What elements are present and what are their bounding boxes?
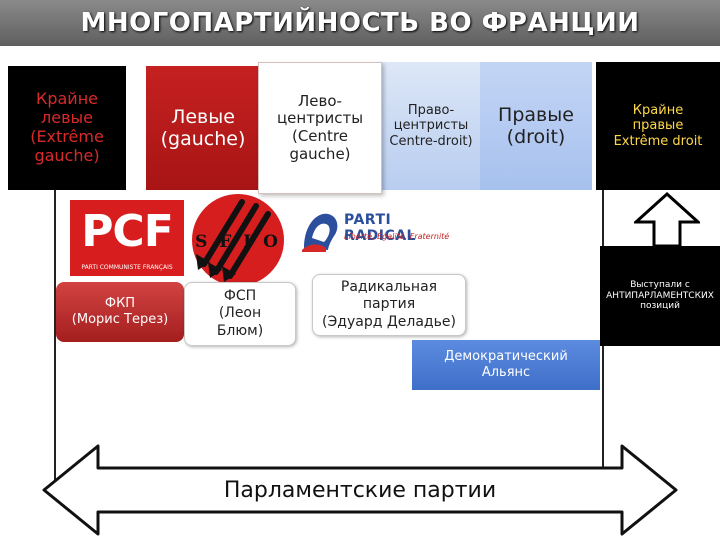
sfio-arrows-icon <box>192 194 284 286</box>
parliamentary-parties-label: Парламентские партии <box>223 478 497 503</box>
sfio-letters: S F I O <box>195 232 281 252</box>
radical-name: PARTI RADICAL <box>344 212 416 244</box>
right-column: Правые (droit) <box>480 62 592 190</box>
center-left-column: Лево- центристы (Centre gauche) <box>258 62 382 194</box>
left-column: Левые (gauche) <box>146 66 260 190</box>
pcf-logo: PCF PARTI COMMUNISTE FRANÇAIS <box>70 200 184 276</box>
fsp-party-box: ФСП (Леон Блюм) <box>184 282 296 346</box>
left-boundary-line <box>54 190 56 490</box>
pcf-logo-letters: PCF <box>81 206 174 257</box>
parliamentary-double-arrow-icon <box>42 444 678 536</box>
radical-motto: Liberté, Égalité, Fraternité <box>344 232 450 241</box>
parti-radical-logo: PARTI RADICAL Liberté, Égalité, Fraterni… <box>296 206 468 254</box>
far-right-column: Крайне правые Extrême droit <box>596 62 720 190</box>
radical-party-box: Радикальная партия (Эдуард Деладье) <box>312 274 466 336</box>
democratic-alliance-box: Демократический Альянс <box>412 340 600 390</box>
page-title: МНОГОПАРТИЙНОСТЬ ВО ФРАНЦИИ <box>0 0 720 46</box>
pcf-logo-subtitle: PARTI COMMUNISTE FRANÇAIS <box>81 264 173 271</box>
antiparliamentary-note: Выступали с АНТИПАРЛАМЕНТСКИХ позиций <box>600 246 720 346</box>
far-left-column: Крайне левые (Extrême gauche) <box>8 66 126 190</box>
far-right-arrow-icon <box>634 192 700 248</box>
fkp-party-box: ФКП (Морис Терез) <box>56 282 184 342</box>
sfio-logo: S F I O <box>190 192 286 288</box>
center-right-column: Право- центристы Centre-droit) <box>380 62 482 190</box>
marianne-icon <box>302 213 338 252</box>
